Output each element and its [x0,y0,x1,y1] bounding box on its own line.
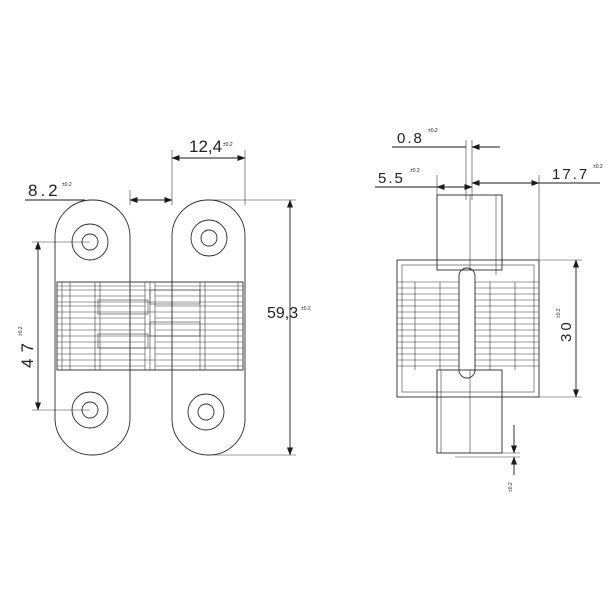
dim-pin-dia-value: 0.8 [397,130,424,147]
dim-width-tol: ±0.2 [593,164,603,170]
dim-bottom-tol: ±0.2 [508,482,514,492]
side-view: 0.8 ±0.2 5.5 ±0.2 17.7 ±0.2 30 ±0.2 [375,128,603,492]
dim-width-value: 17.7 [552,166,589,183]
dim-width: 17.7 ±0.2 [471,164,603,262]
dim-leaf-gap: 12,4 ±0.2 [171,137,246,205]
side-body [396,259,540,398]
dim-pin-dia: 0.8 ±0.2 [392,128,500,150]
dim-offset-value: 5.5 [378,170,405,187]
lower-leaf-block [436,369,503,454]
dim-body-height: 30 ±0.2 [539,259,582,398]
dim-overall-height: 59,3 ±0.2 [212,199,311,456]
front-view: 8.2 ±0.2 12,4 ±0.2 59,3 ±0.2 47 ±0.2 [18,137,311,456]
dim-hole-spacing-value: 47 [18,337,37,368]
dim-body-height-tol: ±0.2 [556,308,562,318]
left-leaf [54,199,131,456]
dim-leaf-gap-value: 12,4 [189,137,222,156]
dim-bottom: ±0.2 [455,425,520,492]
side-links [397,281,539,370]
dim-offset-tol: ±0.2 [410,168,420,174]
dim-offset: 5.5 ±0.2 [375,168,473,200]
dim-pin-dia-tol: ±0.2 [428,128,438,134]
dim-overall-height-value: 59,3 [267,305,298,322]
right-leaf [171,199,246,456]
dim-hole-spacing-tol: ±0.2 [18,326,24,336]
dim-leaf-gap-tol: ±0.2 [223,142,233,148]
knuckle-mechanism [56,281,244,371]
dim-overall-height-tol: ±0.2 [301,306,311,312]
dim-eye-to-edge-value: 8.2 [28,181,61,200]
dim-eye-to-edge: 8.2 ±0.2 [25,181,173,205]
upper-leaf-block [436,194,503,271]
dim-hole-spacing: 47 ±0.2 [18,241,90,411]
pin-slot [458,267,476,379]
dim-body-height-value: 30 [558,319,575,342]
dim-eye-to-edge-tol: ±0.2 [62,182,72,188]
